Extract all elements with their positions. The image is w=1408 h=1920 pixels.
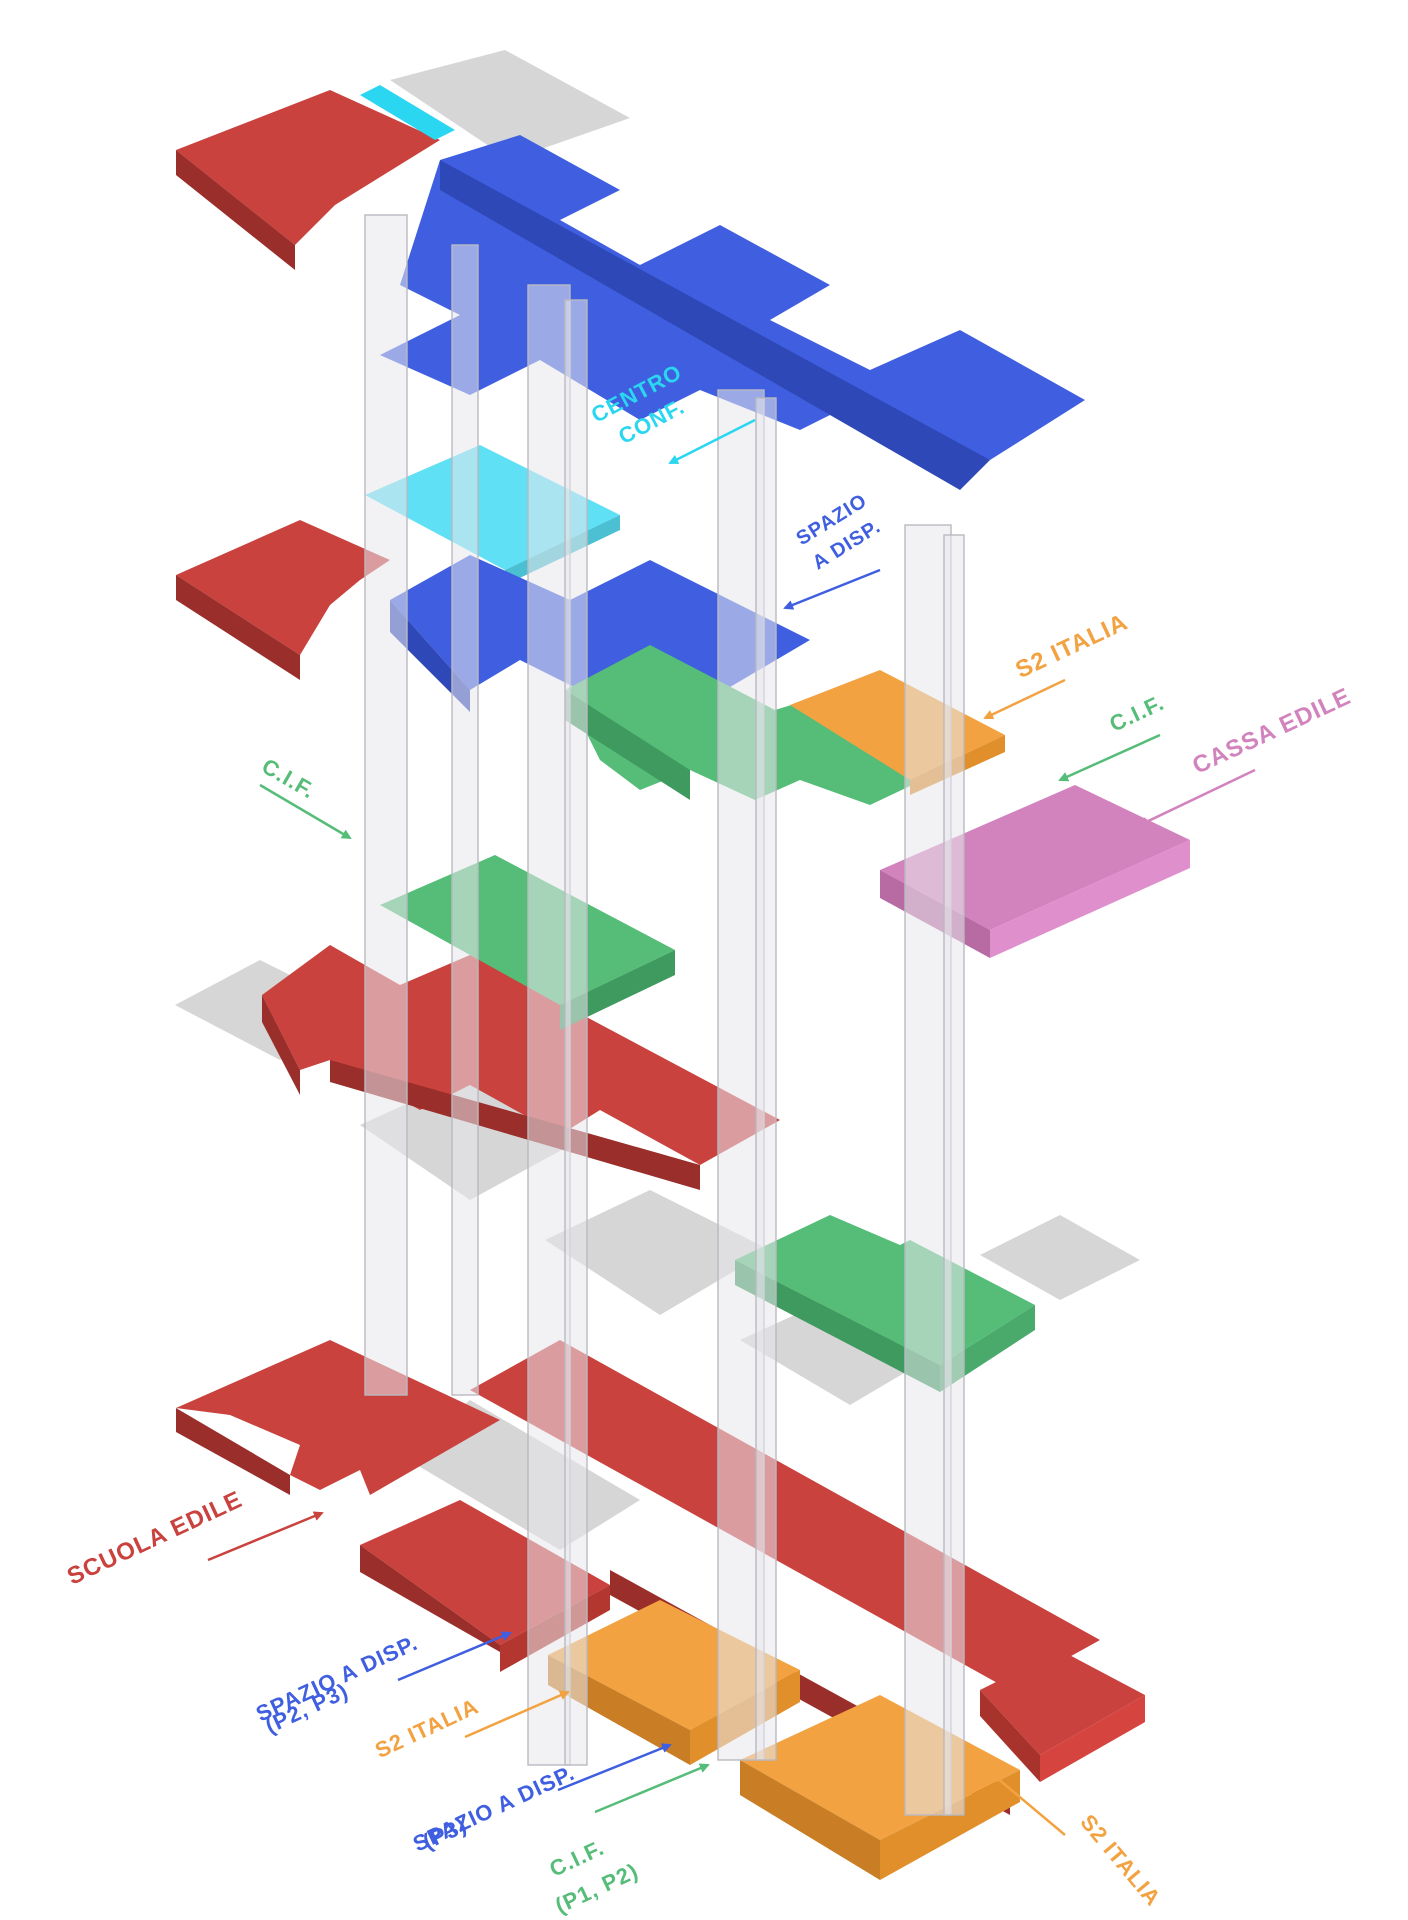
label-s2-top: S2 ITALIA <box>983 608 1132 720</box>
arrow-s2-bottom <box>464 1690 570 1739</box>
ground-scuola-edile-end-block <box>980 1650 1145 1782</box>
arrow-s2-bottom-right <box>988 1770 1066 1836</box>
arrow-spazio-p3 <box>557 1743 672 1792</box>
label-cassa-edile-text: CASSA EDILE <box>1188 683 1355 780</box>
pillars <box>364 214 965 1816</box>
floor-2 <box>176 445 1190 958</box>
label-cif-left-text: C.I.F. <box>258 753 320 803</box>
label-cif-p1p2: C.I.F. (P1, P2) <box>546 1763 710 1918</box>
label-scuola-edile-text: SCUOLA EDILE <box>63 1486 246 1591</box>
label-cif-right: C.I.F. <box>1058 690 1169 782</box>
arrow-cassa-edile <box>1138 768 1256 827</box>
arrow-cif-right <box>1058 733 1161 782</box>
label-s2-top-text: S2 ITALIA <box>1011 608 1132 683</box>
floor-3 <box>176 50 1085 490</box>
label-spazio-p2p3: SPAZIO A DISP. (P2, P3) <box>252 1630 512 1738</box>
label-scuola-edile: SCUOLA EDILE <box>63 1486 324 1591</box>
floor3-centro-conf-corridor <box>360 85 455 140</box>
floor3-spazio-a-disp <box>380 135 1085 490</box>
arrow-s2-top <box>983 678 1066 720</box>
label-spazio-top: SPAZIO A DISP. <box>783 490 885 610</box>
label-s2-bottom-right: S2 ITALIA <box>988 1770 1166 1911</box>
arrow-cif-left <box>259 783 352 840</box>
arrow-centro-conf <box>668 418 756 465</box>
ground-scuola-edile-left-block <box>176 1340 500 1495</box>
label-s2-bottom-text: S2 ITALIA <box>371 1693 482 1763</box>
arrow-cif-p1p2 <box>594 1763 710 1814</box>
floor2-scuola-edile <box>176 520 390 680</box>
floor3-scuola-edile <box>176 90 440 270</box>
ground-s2-italia-block-2 <box>740 1695 1020 1880</box>
label-cif-left: C.I.F. <box>258 753 352 840</box>
label-s2-bottom-right-text: S2 ITALIA <box>1075 1810 1166 1911</box>
label-cassa-edile: CASSA EDILE <box>1138 683 1355 827</box>
arrow-spazio-top <box>783 568 881 610</box>
arrow-scuola-edile <box>207 1511 324 1562</box>
floor-ground <box>176 1340 1145 1880</box>
floor2-spazio-a-disp <box>390 555 810 712</box>
label-spazio-p3-line2: (P3) <box>419 1812 471 1854</box>
label-cif-right-text: C.I.F. <box>1106 690 1169 737</box>
arrow-spazio-p2p3 <box>397 1631 512 1682</box>
